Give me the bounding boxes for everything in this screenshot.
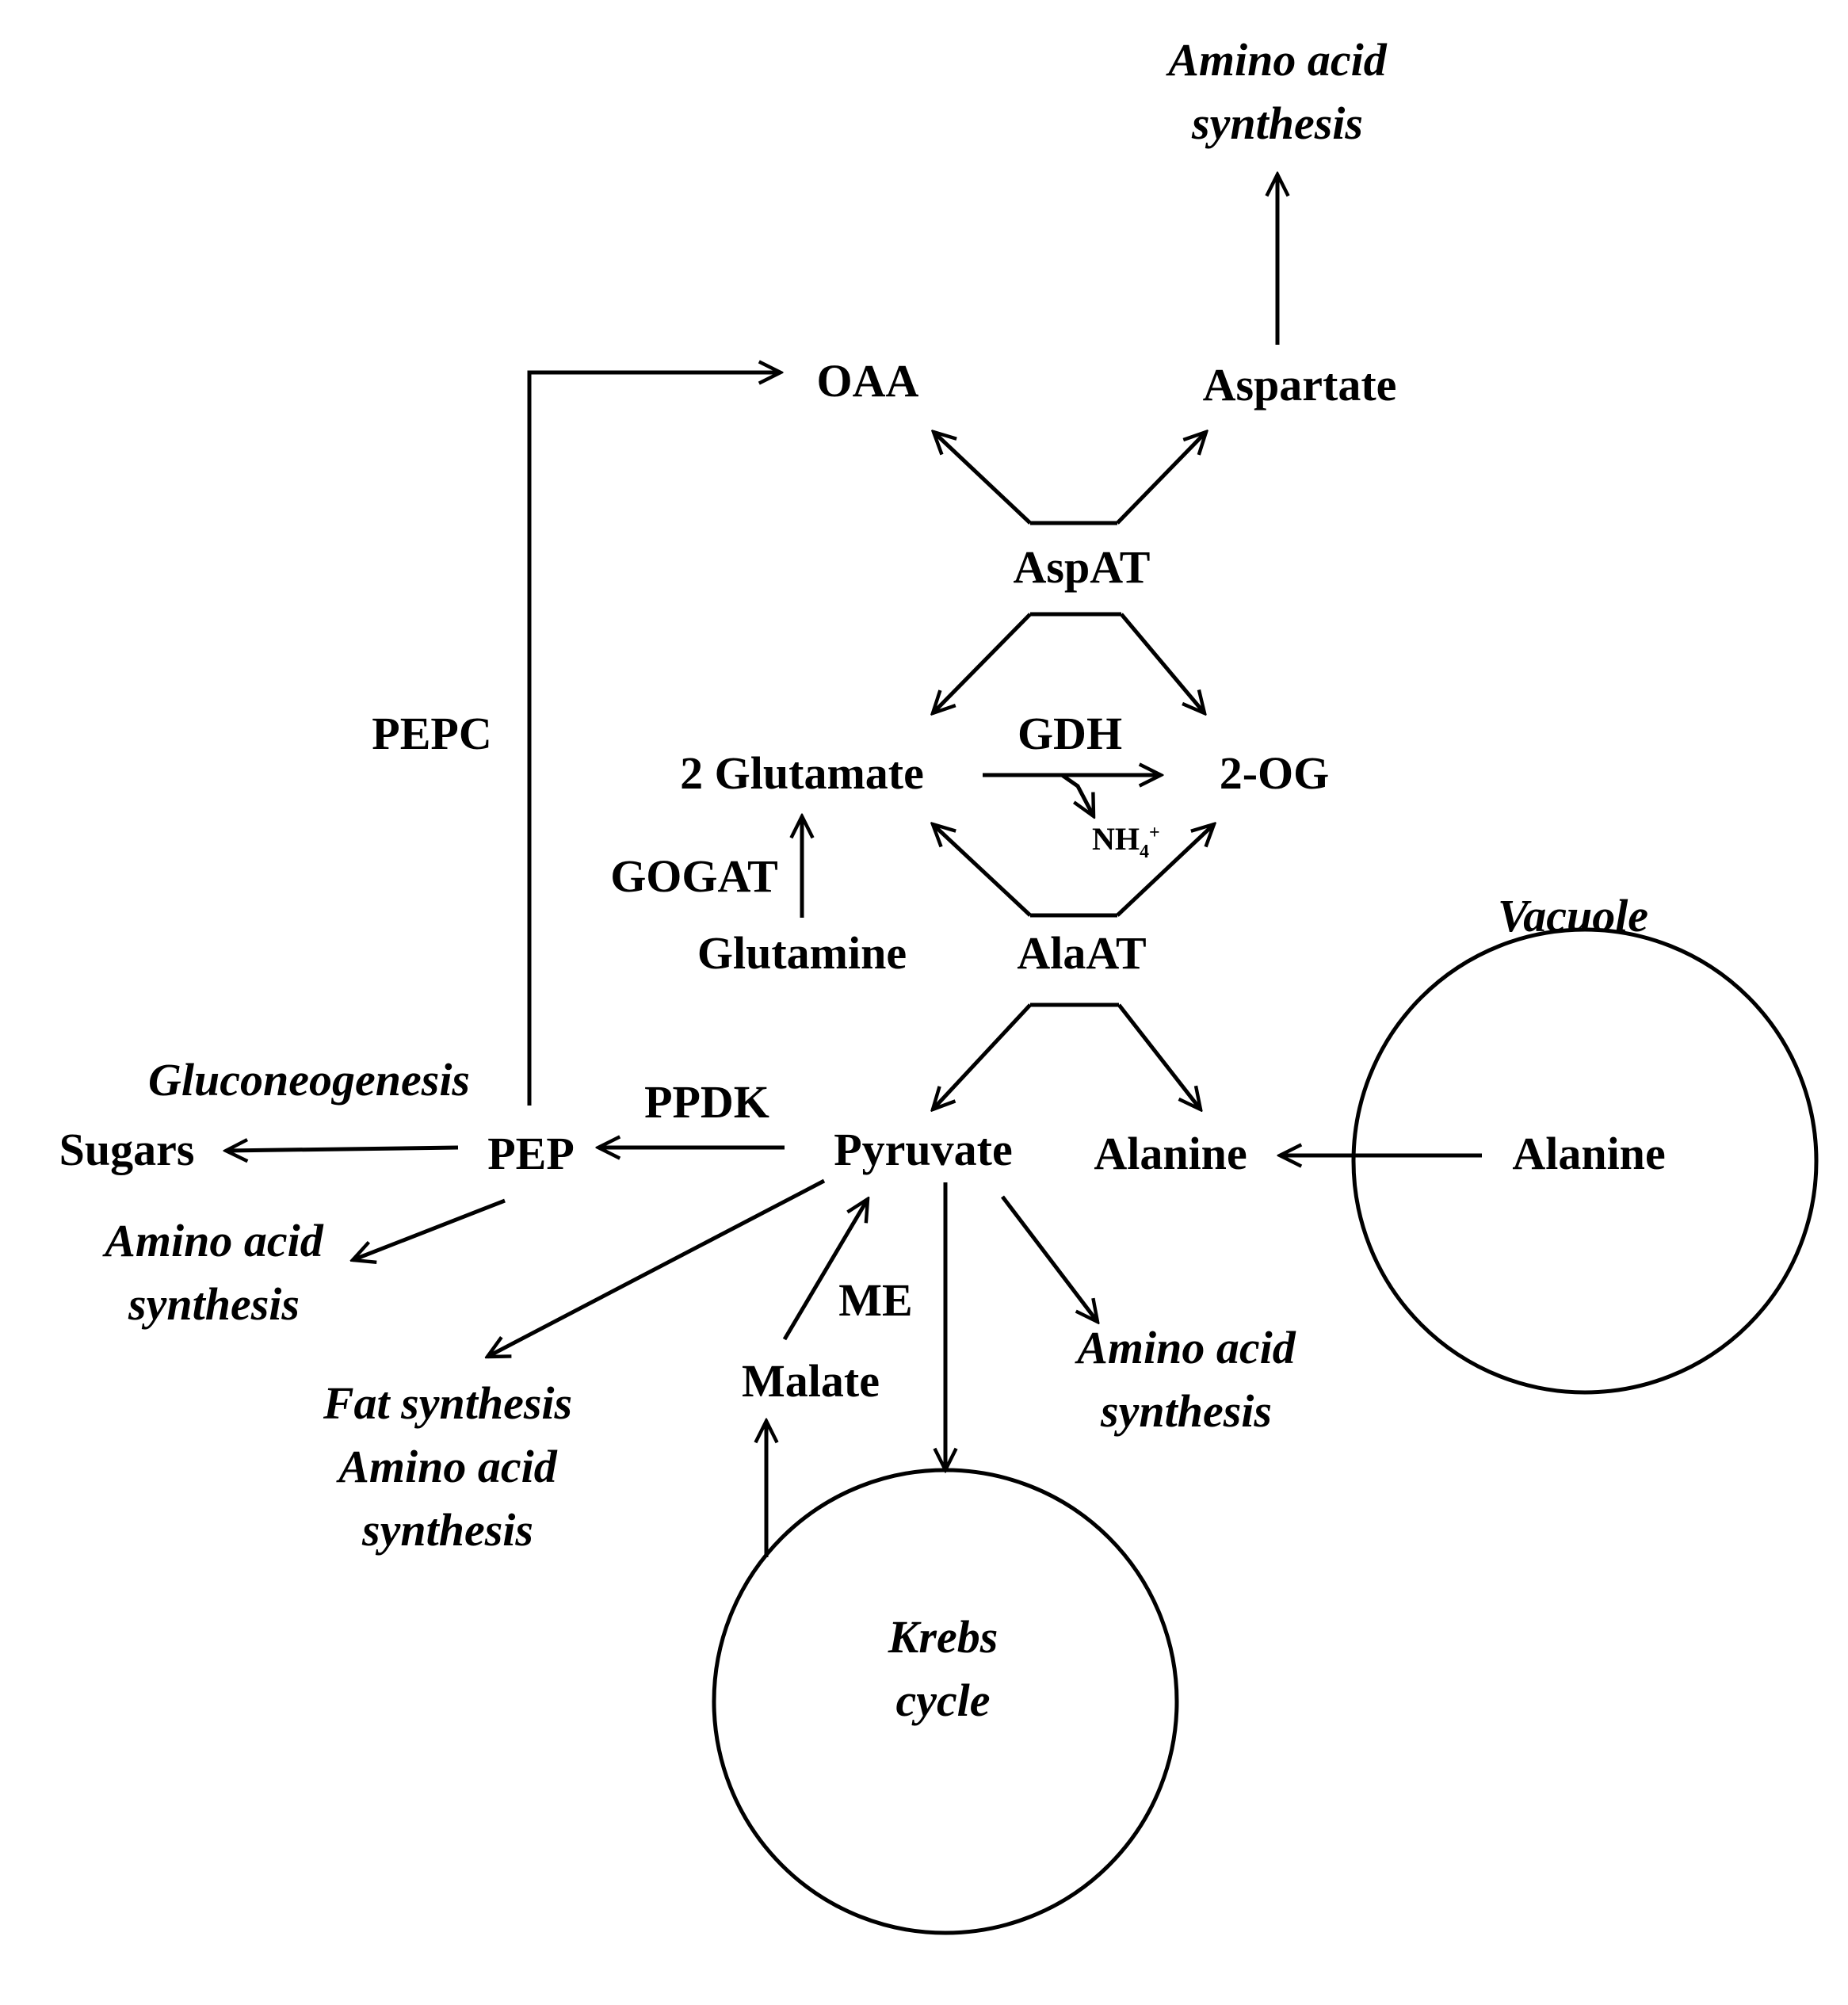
enzyme-gogat: GOGAT	[610, 850, 778, 902]
compartment-vacuole-label: Vacuole	[1498, 890, 1648, 941]
arrow-aspat-to-oaa	[934, 432, 1032, 525]
metabolite-aspartate: Aspartate	[1203, 359, 1397, 411]
metabolite-pep: PEP	[487, 1128, 575, 1179]
process-fat-synthesis-line1: Fat synthesis	[323, 1377, 572, 1429]
metabolite-alanine: Alanine	[1094, 1128, 1247, 1179]
metabolite-nh4: NH4+	[1092, 821, 1160, 862]
metabolite-pyruvate: Pyruvate	[834, 1124, 1013, 1175]
arrow-aspat-to-glutamate	[933, 613, 1032, 713]
compartment-krebs-label-line2: cycle	[895, 1675, 990, 1726]
enzyme-pepc: PEPC	[372, 708, 491, 759]
metabolite-oaa: OAA	[817, 355, 919, 407]
enzyme-aspat: AspAT	[1014, 541, 1151, 593]
arrow-alaat-to-2og	[1116, 824, 1214, 917]
process-fat-synthesis-line3: synthesis	[361, 1504, 533, 1556]
metabolite-alanine-vacuole: Alanine	[1512, 1128, 1665, 1179]
process-amino-acid-synthesis-pyruvate-line2: synthesis	[1100, 1385, 1272, 1437]
metabolite-glutamate: 2 Glutamate	[680, 747, 924, 799]
pepc-path-line	[527, 372, 781, 1106]
process-amino-acid-synthesis-pyruvate-line1: Amino acid	[1075, 1322, 1296, 1373]
arrow-aspat-to-aspartate	[1116, 432, 1206, 525]
arrow-pyruvate-to-fat-synthesis	[487, 1178, 826, 1357]
arrow-pep-to-sugars	[226, 1148, 459, 1151]
arrow-gdh-to-nh4	[1060, 773, 1094, 816]
metabolite-glutamine: Glutamine	[697, 927, 907, 979]
process-amino-acid-synthesis-top-line2: synthesis	[1191, 97, 1363, 149]
enzyme-gdh: GDH	[1018, 708, 1122, 759]
metabolite-sugars: Sugars	[59, 1124, 195, 1175]
arrow-alaat-to-pyruvate	[933, 1003, 1032, 1109]
process-amino-acid-synthesis-pep-line1: Amino acid	[102, 1215, 324, 1266]
arrow-malate-to-pyruvate	[782, 1199, 868, 1341]
process-amino-acid-synthesis-pep-line2: synthesis	[128, 1278, 300, 1330]
process-gluconeogenesis: Gluconeogenesis	[148, 1054, 470, 1106]
process-amino-acid-synthesis-top-line1: Amino acid	[1166, 34, 1388, 86]
process-fat-synthesis-line2: Amino acid	[336, 1441, 558, 1492]
compartment-krebs-label-line1: Krebs	[888, 1611, 998, 1663]
arrow-pyruvate-to-aa-synthesis	[1001, 1195, 1098, 1322]
metabolite-2og: 2-OG	[1220, 747, 1330, 799]
vacuole-compartment	[1351, 927, 1819, 1395]
metabolite-malate: Malate	[742, 1355, 880, 1407]
arrow-aspat-to-2og	[1120, 613, 1205, 713]
arrow-alaat-to-alanine	[1117, 1003, 1201, 1109]
arrow-pep-to-aa-synthesis	[353, 1198, 506, 1260]
enzyme-me: ME	[838, 1274, 912, 1326]
arrow-alaat-to-glutamate	[933, 824, 1032, 917]
enzyme-ppdk: PPDK	[644, 1076, 769, 1128]
enzyme-alaat: AlaAT	[1017, 927, 1146, 979]
